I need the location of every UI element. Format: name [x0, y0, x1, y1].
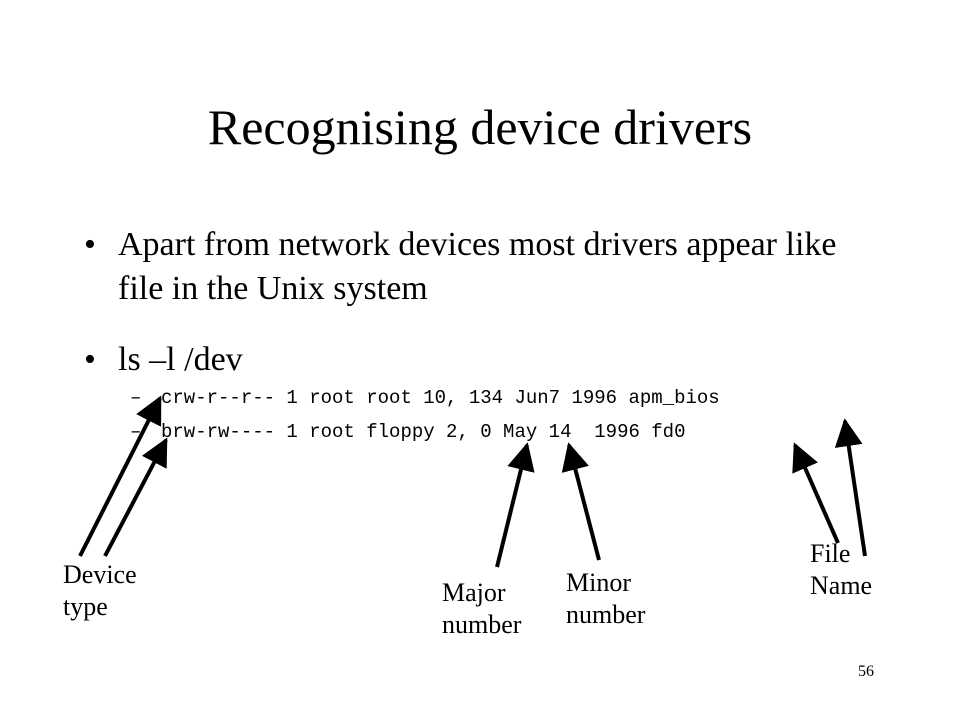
page-number: 56	[858, 663, 874, 680]
bullet-marker: •	[84, 341, 96, 378]
file-name-label: File Name	[810, 539, 873, 600]
major-number-label: Major number	[442, 578, 522, 639]
minor-number-label: Minor number	[566, 568, 646, 629]
sub-item-marker: –	[130, 421, 142, 443]
sub-item-marker: –	[130, 387, 142, 409]
bullet-text: ls –l /dev	[118, 341, 243, 378]
device-type-arrow-line-2	[103, 437, 168, 557]
sub-item-listing-line: – brw-rw---- 1 root floppy 2, 0 May 14 1…	[130, 420, 686, 516]
file-name-arrow-line-1	[792, 442, 840, 544]
bullet-text: Apart from network devices most drivers …	[118, 226, 837, 307]
listing-line-text: brw-rw---- 1 root floppy 2, 0 May 14 199…	[161, 421, 686, 443]
major-number-arrow	[495, 442, 535, 568]
minor-number-arrow	[561, 442, 601, 561]
file-name-arrow-line-2	[834, 418, 867, 557]
listing-line-text: crw-r--r-- 1 root root 10, 134 Jun7 1996…	[161, 387, 720, 409]
bullet-marker: •	[84, 226, 96, 263]
slide-title: Recognising device drivers	[207, 99, 753, 155]
device-type-arrow-line-1	[78, 395, 162, 557]
sub-item-listing-line: – crw-r--r-- 1 root root 10, 134 Jun7 19…	[130, 386, 720, 482]
device-type-label: Device type	[63, 560, 137, 621]
